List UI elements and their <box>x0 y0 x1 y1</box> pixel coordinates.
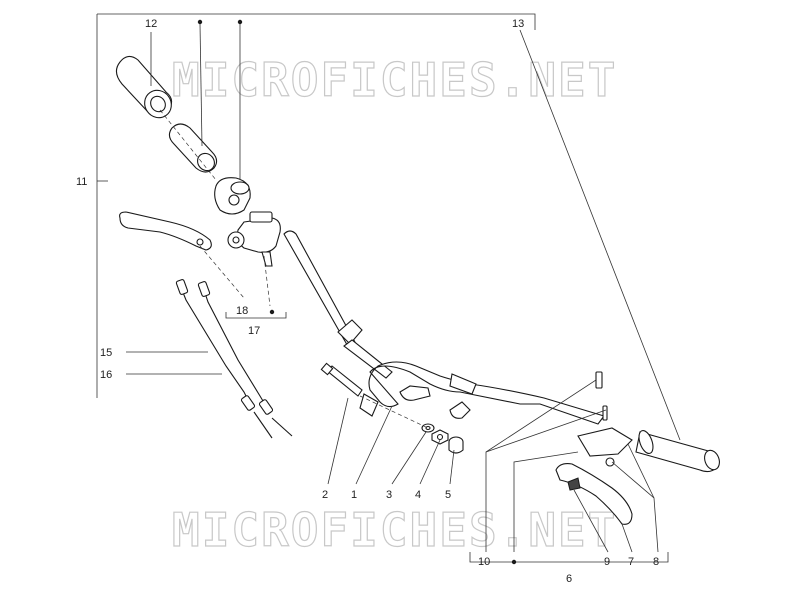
bolt-part[interactable] <box>320 362 363 397</box>
spacer-part[interactable] <box>448 436 464 454</box>
group-bracket-17 <box>225 312 287 319</box>
callout-10: 10 <box>478 556 490 568</box>
watermark-bottom: MICROFICHES.NET <box>172 503 617 557</box>
group-bracket-6 <box>469 552 669 563</box>
cable-15-part[interactable] <box>175 279 273 439</box>
callout-4: 4 <box>415 489 421 501</box>
callout-18: 18 <box>236 305 248 317</box>
callout-17: 17 <box>248 325 260 337</box>
callout-15: 15 <box>100 347 112 359</box>
callout-11: 11 <box>76 176 87 188</box>
callout-8: 8 <box>653 556 659 568</box>
callout-6: 6 <box>566 573 572 585</box>
marker-dot-3 <box>269 309 275 315</box>
callout-13: 13 <box>512 18 524 30</box>
marker-dot-4 <box>511 559 517 565</box>
callout-5: 5 <box>445 489 451 501</box>
assembly-dash-washer <box>359 395 429 429</box>
marker-dot-1 <box>197 19 203 25</box>
leader-lines <box>97 23 681 553</box>
callout-2: 2 <box>322 489 328 501</box>
callout-9: 9 <box>604 556 610 568</box>
throttle-tube-part[interactable] <box>168 123 218 174</box>
callout-16: 16 <box>100 369 112 381</box>
handlebar-part[interactable] <box>283 230 605 425</box>
right-grip-part[interactable] <box>635 429 722 473</box>
washer-part[interactable] <box>421 423 435 433</box>
nut-part[interactable] <box>431 429 449 445</box>
left-grip-part[interactable] <box>115 55 176 122</box>
callout-7: 7 <box>628 556 634 568</box>
group-bracket-13 <box>96 13 536 398</box>
watermark-top: MICROFICHES.NET <box>172 53 617 107</box>
assembly-dash-18 <box>199 245 245 299</box>
lever-bracket-part[interactable] <box>577 371 633 467</box>
callout-3: 3 <box>386 489 392 501</box>
marker-dot-2 <box>237 19 243 25</box>
right-lever-part[interactable] <box>555 463 633 525</box>
assembly-dash-grip <box>159 109 217 181</box>
assembly-dash-17 <box>263 255 271 307</box>
cable-16-part[interactable] <box>197 281 293 437</box>
throttle-housing-part[interactable] <box>214 177 251 215</box>
left-brake-lever-part[interactable] <box>119 211 212 251</box>
master-cylinder-part[interactable] <box>227 211 281 267</box>
callout-1: 1 <box>351 489 357 501</box>
callout-12: 12 <box>145 18 157 30</box>
